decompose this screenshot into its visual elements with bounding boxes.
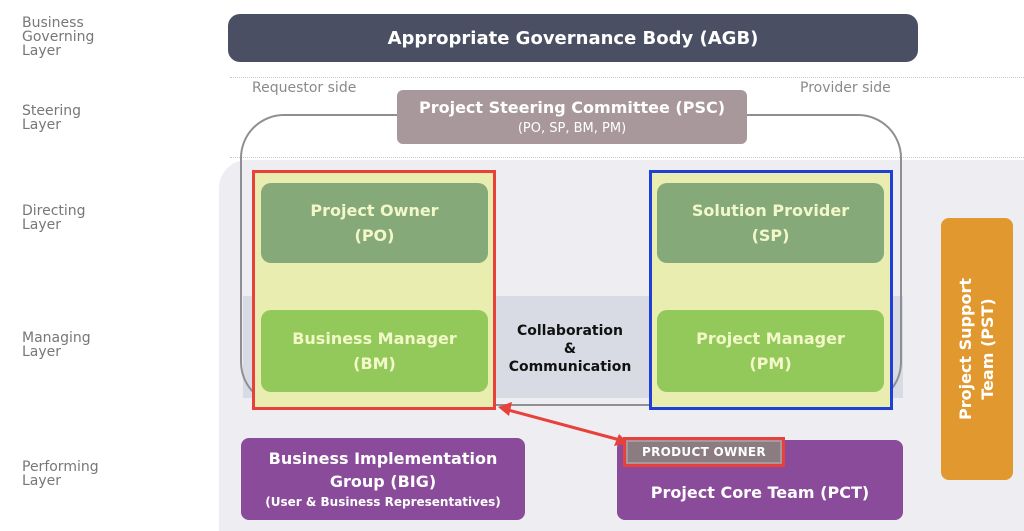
agb-label: Appropriate Governance Body (AGB) [387,27,759,49]
business-manager-box: Business Manager (BM) [261,310,488,392]
project-manager-abbr: (PM) [749,354,792,373]
layer-label-performing: Performing Layer [22,460,99,488]
layer-label-line: Managing [22,330,91,346]
big-title-line1: Business Implementation [268,449,498,468]
pst-label: Project Support Team (PST) [955,278,999,420]
layer-label-line: Business [22,15,84,31]
agb-box: Appropriate Governance Body (AGB) [228,14,918,62]
pst-line1: Project Support [956,278,975,420]
layer-label-line: Layer [22,344,62,360]
layer-label-line: Governing [22,29,95,45]
collaboration-ampersand: & [563,341,577,357]
project-manager-box: Project Manager (PM) [657,310,884,392]
psc-title: Project Steering Committee (PSC) [418,98,726,117]
product-owner-tag: PRODUCT OWNER [623,437,785,467]
solution-provider-box: Solution Provider (SP) [657,183,884,263]
psc-subtitle: (PO, SP, BM, PM) [517,121,627,136]
layer-separator [230,157,1024,158]
business-manager-title: Business Manager [292,329,457,348]
pct-label: Project Core Team (PCT) [650,483,870,502]
solution-provider-title: Solution Provider [691,201,850,220]
layer-label-steering: Steering Layer [22,104,81,132]
product-owner-tag-inner: PRODUCT OWNER [628,442,780,462]
collaboration-label: Collaboration & Communication [500,316,640,382]
provider-highlight-outline [649,170,893,410]
collaboration-line: Collaboration [516,323,623,339]
business-manager-abbr: (BM) [353,354,396,373]
solution-provider-abbr: (SP) [751,226,790,245]
communication-line: Communication [508,359,632,375]
layer-label-business: Business Governing Layer [22,16,94,58]
layer-label-line: Layer [22,43,62,59]
provider-side-label: Provider side [800,80,891,96]
pst-box: Project Support Team (PST) [941,218,1013,480]
psc-box: Project Steering Committee (PSC) (PO, SP… [397,90,747,144]
product-owner-label: PRODUCT OWNER [642,445,766,459]
layer-label-line: Performing [22,459,99,475]
layer-label-line: Layer [22,117,62,133]
layer-label-line: Steering [22,103,82,119]
big-subtitle: (User & Business Representatives) [265,495,501,509]
layer-label-line: Layer [22,217,62,233]
layer-label-managing: Managing Layer [22,331,91,359]
requestor-side-label: Requestor side [252,80,357,96]
layer-label-line: Directing [22,203,86,219]
big-box: Business Implementation Group (BIG) (Use… [241,438,525,520]
requestor-highlight-outline [252,170,496,410]
project-owner-abbr: (PO) [354,226,395,245]
project-owner-box: Project Owner (PO) [261,183,488,263]
layer-separator [230,77,1024,78]
layer-label-line: Layer [22,473,62,489]
project-owner-title: Project Owner [310,201,439,220]
layer-label-directing: Directing Layer [22,204,86,232]
pst-line2: Team (PST) [978,298,997,400]
big-title-line2: Group (BIG) [329,472,437,491]
project-manager-title: Project Manager [696,329,845,348]
